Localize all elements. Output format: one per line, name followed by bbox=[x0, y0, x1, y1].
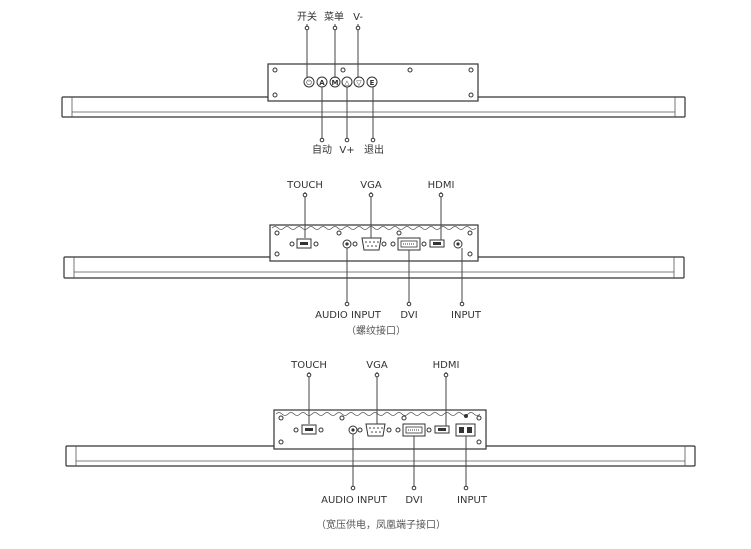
label-dvi: DVI bbox=[405, 495, 422, 506]
exit-button[interactable] bbox=[366, 76, 378, 88]
exit-button-glyph: E bbox=[370, 79, 375, 87]
vminus-button[interactable] bbox=[353, 76, 365, 88]
label-audio-input: AUDIO INPUT bbox=[321, 495, 388, 506]
label-dvi: DVI bbox=[400, 310, 417, 321]
screw bbox=[468, 67, 474, 73]
triangle-up-icon: △ bbox=[344, 79, 350, 87]
label-vminus: V- bbox=[353, 12, 363, 23]
screw bbox=[476, 439, 482, 445]
power-icon: ⏻ bbox=[306, 79, 312, 87]
screw bbox=[476, 415, 482, 421]
phoenix-terminal bbox=[455, 423, 476, 437]
label-audio-input: AUDIO INPUT bbox=[315, 310, 382, 321]
screw bbox=[336, 230, 342, 236]
menu-button-glyph: M bbox=[332, 79, 339, 87]
power-button[interactable] bbox=[303, 76, 315, 88]
label-vplus: V+ bbox=[339, 145, 354, 156]
caption-phoenix: （宽压供电，凤凰端子接口） bbox=[316, 518, 446, 531]
label-hdmi: HDMI bbox=[433, 360, 460, 371]
screw bbox=[407, 67, 413, 73]
label-menu: 菜单 bbox=[324, 11, 344, 23]
label-input: INPUT bbox=[451, 310, 482, 321]
auto-button-glyph: A bbox=[319, 79, 325, 87]
label-vga: VGA bbox=[366, 360, 388, 371]
screw bbox=[340, 67, 346, 73]
vga-port bbox=[365, 423, 386, 437]
screw bbox=[272, 67, 278, 73]
screw bbox=[278, 439, 284, 445]
label-power: 开关 bbox=[297, 10, 317, 23]
caption-threaded: （螺纹接口） bbox=[346, 324, 406, 337]
label-input: INPUT bbox=[457, 495, 488, 506]
label-auto: 自动 bbox=[312, 143, 332, 156]
osd-buttons: ⏻ A M △ ▽ E bbox=[303, 76, 378, 88]
label-exit: 退出 bbox=[364, 143, 384, 156]
screw bbox=[467, 251, 473, 257]
screw bbox=[274, 251, 280, 257]
triangle-down-icon: ▽ bbox=[356, 79, 362, 87]
label-touch: TOUCH bbox=[290, 360, 327, 371]
screw bbox=[396, 230, 402, 236]
view-threaded-interface: TOUCH VGA HDMI AUDIO INPUT DVI INPUT （螺纹… bbox=[63, 180, 685, 337]
screw bbox=[278, 415, 284, 421]
label-hdmi: HDMI bbox=[428, 180, 455, 191]
screw bbox=[401, 415, 407, 421]
screw bbox=[468, 92, 474, 98]
view-buttons: ⏻ A M △ ▽ E 开关 菜单 V- 自动 V+ 退出 bbox=[61, 10, 686, 156]
vga-port bbox=[361, 237, 382, 251]
screw bbox=[274, 230, 280, 236]
screw bbox=[339, 415, 345, 421]
screw bbox=[272, 92, 278, 98]
screw bbox=[467, 230, 473, 236]
label-vga: VGA bbox=[360, 180, 382, 191]
label-touch: TOUCH bbox=[286, 180, 323, 191]
view-phoenix-interface: TOUCH VGA HDMI AUDIO INPUT DVI INPUT （宽压… bbox=[65, 360, 696, 531]
ground-screw bbox=[464, 414, 468, 418]
